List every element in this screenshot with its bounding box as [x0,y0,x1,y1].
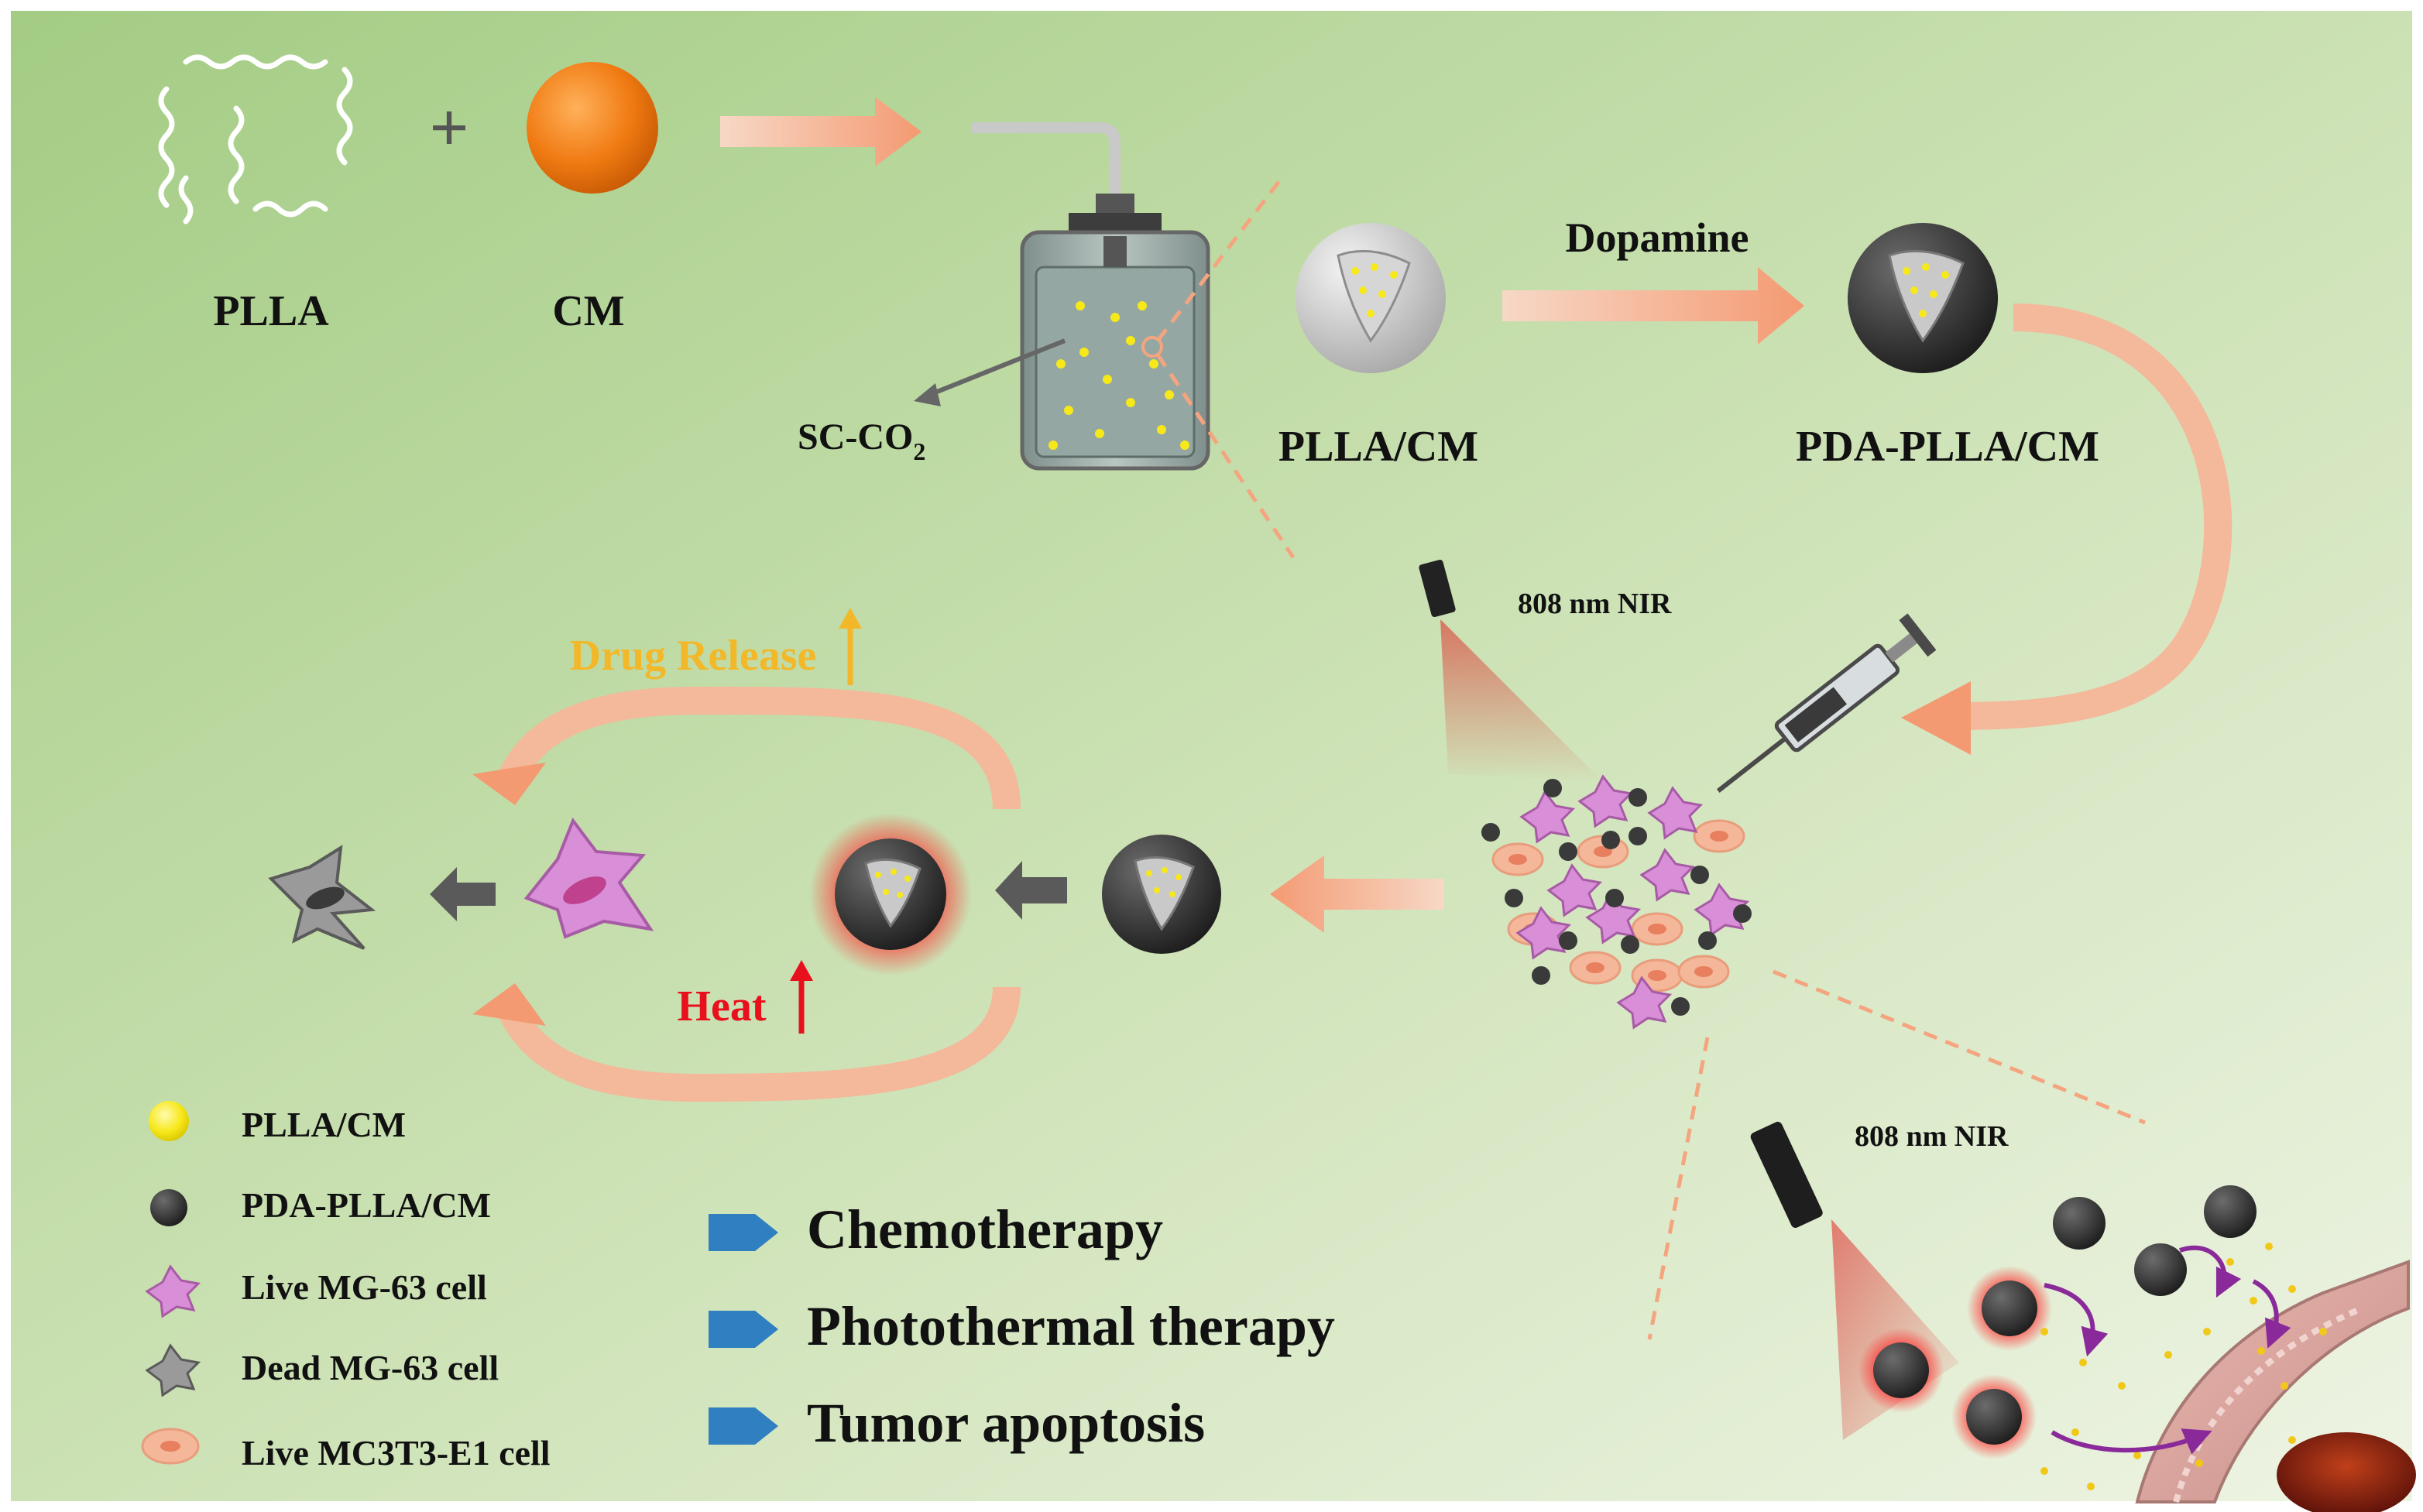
nir-label-top: 808 nm NIR [1518,588,1672,620]
detail-zoom-line-right [1773,969,2146,1125]
arrow-heat-loop [498,986,1021,1102]
arrow-to-heated-particle [995,861,1067,920]
released-drug-dots [2040,1243,2327,1490]
detail-zoom-line-left [1647,1037,1710,1340]
arrow-to-injection-head [1901,681,1971,755]
plus-sign: + [429,90,468,166]
legend-pda-plla-cm-label: PDA-PLLA/CM [242,1185,491,1225]
cell-membrane-inner-line [2173,1305,2363,1503]
tumor-nucleus [2277,1432,2416,1512]
drug-diffusion-arrows [2044,1245,2291,1455]
arrow-to-injection [1951,303,2233,730]
dead-mg63-cell [268,845,376,950]
live-mg63-cell [523,817,654,939]
laser-pointer-icon-bottom [1750,1121,1823,1228]
arrow-to-dead-cell [430,867,496,921]
drug-release-up-arrow-icon [839,608,862,685]
pda-particle-in-tumor-dots [1146,867,1182,897]
legend-plla-cm-label: PLLA/CM [242,1105,406,1144]
therapy-marker-apoptosis [709,1407,778,1445]
plla-polymer-chains-icon [158,54,353,225]
heat-label: Heat [677,982,766,1030]
heated-nanoparticles [1858,1266,2052,1459]
arrow-tumor-to-particle [1270,855,1444,933]
sc-co2-pointer-head [914,383,941,406]
plla-label: PLLA [213,287,329,335]
heated-particle-dots [875,869,911,898]
therapy-chemotherapy-label: Chemotherapy [807,1198,1163,1260]
vessel-zoom-marker [1141,336,1163,358]
laser-pointer-icon-top [1419,559,1456,618]
heat-up-arrow-icon [790,960,813,1034]
arrow-mix-to-vessel [720,97,921,166]
therapy-apoptosis-label: Tumor apoptosis [807,1392,1205,1454]
pda-plla-cm-label: PDA-PLLA/CM [1796,423,2099,471]
therapy-marker-photothermal [709,1311,778,1348]
arrow-dopamine [1502,267,1804,345]
vessel-drug-particles [1048,301,1189,450]
zoom-line-top [1156,177,1283,342]
arrow-drug-release-loop [498,686,1021,810]
legend-live-mg63-icon [145,1264,201,1318]
dopamine-label: Dopamine [1565,214,1749,261]
legend-live-mg63-label: Live MG-63 cell [242,1267,487,1307]
zoom-line-bottom [1155,353,1296,559]
arrow-drug-release-loop-head [472,763,546,805]
plla-cm-drug-dots [1351,263,1398,317]
sc-co2-label: SC-CO2 [798,417,925,465]
legend-mc3t3-label: Live MC3T3-E1 cell [242,1433,551,1473]
drug-release-label: Drug Release [570,632,817,680]
legend-plla-cm-icon [149,1101,189,1141]
nir-beam-top [1440,619,1603,782]
nir-label-bottom: 808 nm NIR [1855,1120,2009,1153]
tumor-tissue-cluster [1481,774,1752,1030]
syringe-icon [1716,613,1937,793]
sc-co2-pointer [928,338,1066,397]
therapy-marker-chemotherapy [709,1214,778,1251]
cm-label: CM [552,287,624,335]
legend-mc3t3-icon [141,1428,200,1465]
unheated-nanoparticles [2053,1185,2257,1296]
arrow-heat-loop-head [472,983,546,1026]
pda-plla-cm-drug-dots [1903,263,1949,317]
plla-cm-label: PLLA/CM [1278,423,1478,471]
cm-sphere [527,62,658,194]
legend-pda-plla-cm-icon [150,1189,187,1226]
legend-dead-mg63-label: Dead MG-63 cell [242,1348,499,1387]
therapy-photothermal-label: Photothermal therapy [807,1295,1335,1357]
legend-dead-mg63-icon [145,1343,201,1397]
background-panel [11,11,2412,1501]
